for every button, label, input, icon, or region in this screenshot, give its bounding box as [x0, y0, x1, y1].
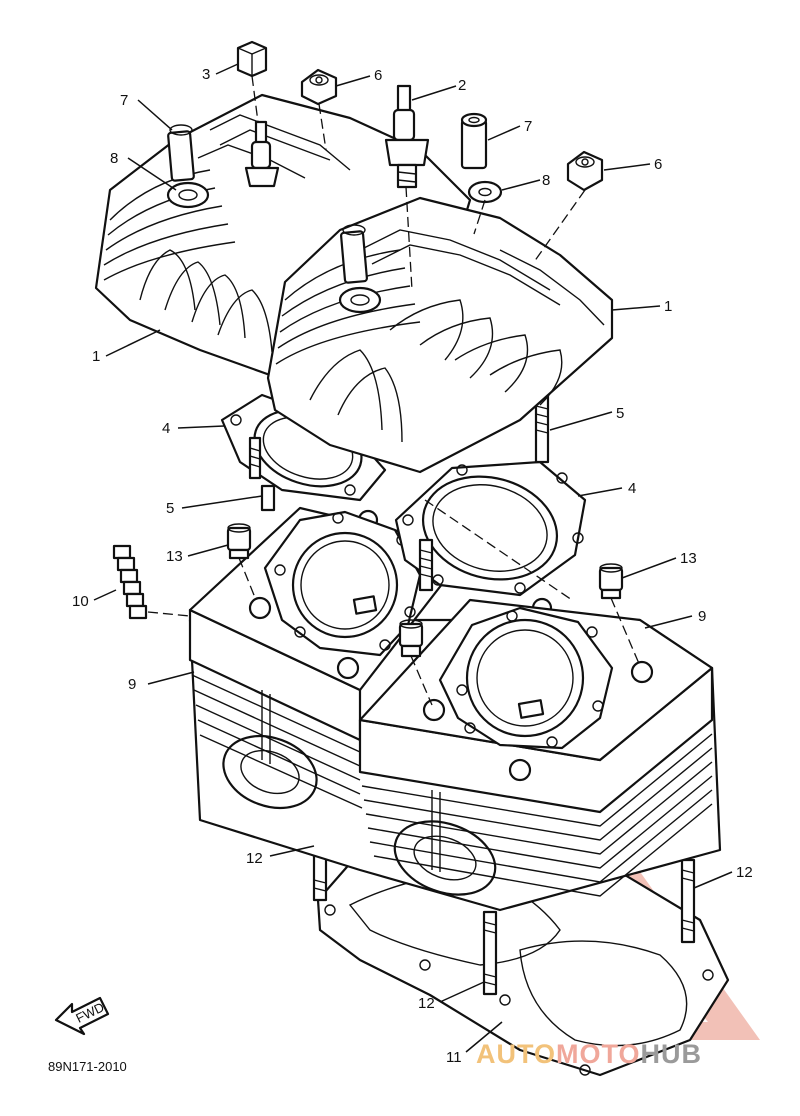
callout-12-bottom: 12 — [418, 995, 435, 1012]
callout-13-right: 13 — [680, 550, 697, 567]
stud-5-center — [418, 538, 434, 592]
stud-bolt-12-right — [680, 858, 696, 944]
stud-5-right — [534, 394, 550, 464]
spark-plug-2-installed — [244, 120, 280, 188]
callout-7-right: 7 — [524, 118, 532, 135]
head-gasket-4-right — [394, 460, 587, 597]
callout-4-left: 4 — [162, 420, 170, 437]
cap-nut-13-right — [598, 563, 624, 600]
callout-labels: 3 6 2 7 7 8 8 6 1 1 5 4 4 5 13 13 10 9 9… — [72, 66, 753, 1066]
callout-11: 11 — [446, 1049, 462, 1066]
callout-12-left: 12 — [246, 850, 263, 867]
leader-lines — [93, 63, 733, 1053]
nut-3 — [236, 40, 268, 78]
cap-nut-6-left — [300, 68, 338, 106]
washer-8-right — [467, 180, 503, 204]
left-cylinder-fins — [188, 608, 363, 809]
callout-1-upper: 1 — [664, 298, 672, 315]
callout-4-right: 4 — [628, 480, 636, 497]
svg-text:AUTOMOTOHUB: AUTOMOTOHUB — [476, 1039, 702, 1069]
watermark-text-auto: AUTO — [476, 1039, 556, 1069]
callout-8-right: 8 — [542, 172, 550, 189]
callout-7-left: 7 — [120, 92, 128, 109]
callout-5-right: 5 — [616, 405, 624, 422]
cylinder-head-1-front — [266, 196, 614, 474]
callout-13-left: 13 — [166, 548, 183, 565]
spacer-7-right — [460, 112, 488, 170]
callout-12-right: 12 — [736, 864, 753, 881]
stud-bolt-12-center — [482, 910, 498, 996]
spark-plug-2 — [384, 84, 430, 189]
cap-nut-13-center — [398, 619, 424, 658]
drawing-code: 89N171-2010 — [48, 1059, 127, 1074]
callout-5-left: 5 — [166, 500, 174, 517]
watermark-text: AUTOMOTOHUB — [476, 1039, 702, 1069]
cap-nut-13-left — [226, 523, 252, 560]
callout-9-right: 9 — [698, 608, 706, 625]
callout-6-left: 6 — [374, 67, 382, 84]
callout-10: 10 — [72, 593, 89, 610]
alignment-lines — [147, 75, 641, 706]
watermark-text-hub: HUB — [641, 1039, 703, 1069]
watermark-text-moto: MOTO — [556, 1039, 641, 1069]
dowel-pin-stack-10 — [112, 544, 148, 620]
cap-nut-6-right — [566, 150, 604, 192]
cylinder-block-9 — [188, 506, 722, 912]
callout-1-lower: 1 — [92, 348, 100, 365]
callout-2: 2 — [458, 77, 466, 94]
callout-8-left: 8 — [110, 150, 118, 167]
stud-5-left — [248, 436, 276, 512]
callout-9-left: 9 — [128, 676, 136, 693]
callout-3: 3 — [202, 66, 210, 83]
forward-direction-arrow: FWD — [54, 996, 110, 1036]
callout-6-right: 6 — [654, 156, 662, 173]
